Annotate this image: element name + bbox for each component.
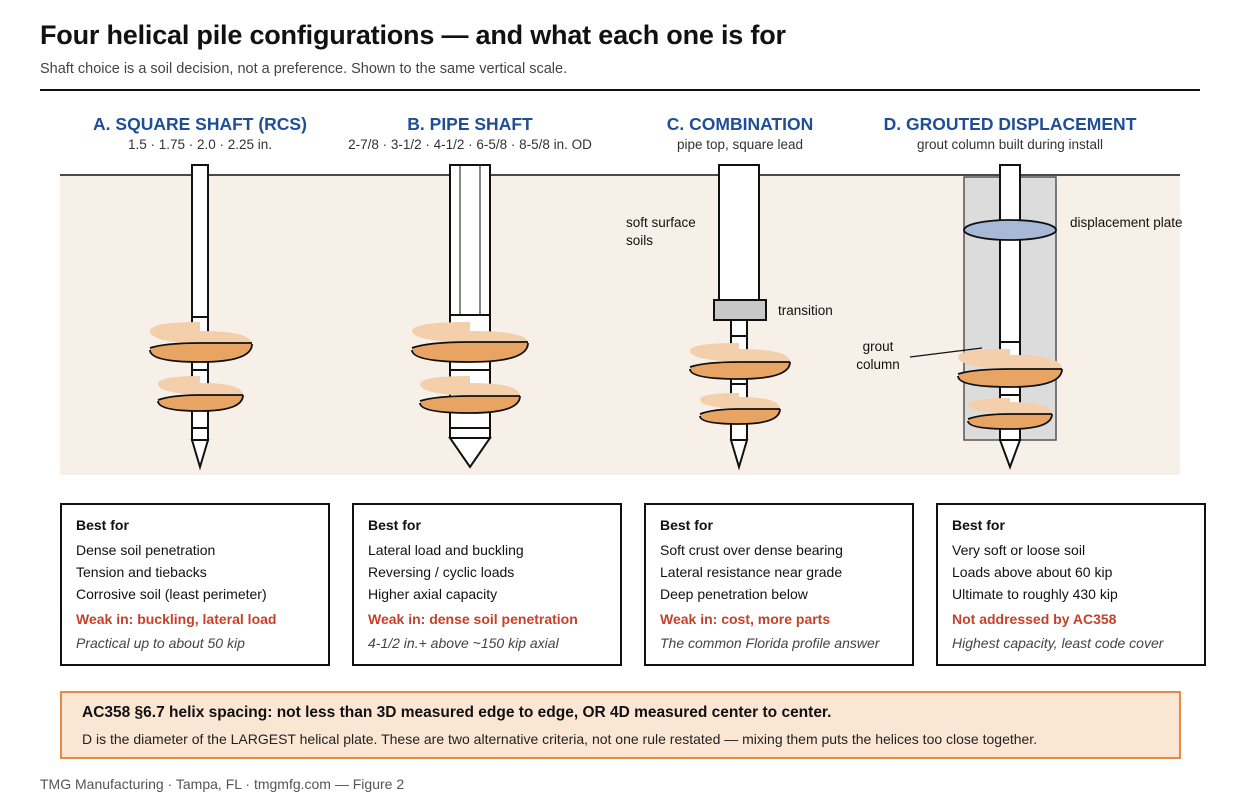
list-item: Higher axial capacity	[368, 586, 498, 602]
page-title: Four helical pile configurations — and w…	[40, 20, 786, 50]
callout-heading: AC358 §6.7 helix spacing: not less than …	[82, 704, 832, 721]
pile-tip	[729, 439, 749, 471]
header-divider	[40, 89, 1200, 91]
grout-column-label: grout column	[856, 339, 900, 372]
column-b-title: B. PIPE SHAFT	[407, 114, 533, 134]
helix-spacing-callout: AC358 §6.7 helix spacing: not less than …	[60, 691, 1181, 759]
weakness-text: Weak in: buckling, lateral load	[76, 611, 277, 627]
footer-credit: TMG Manufacturing · Tampa, FL · tmgmfg.c…	[40, 776, 405, 792]
pile-d-grouted-displacement	[909, 164, 1063, 470]
grout-leader-line	[909, 347, 983, 358]
helix-plate	[411, 322, 529, 363]
pile-a-square-shaft	[149, 164, 253, 471]
weakness-text: Weak in: dense soil penetration	[368, 611, 578, 627]
pile-tip	[190, 439, 210, 471]
list-item: Dense soil penetration	[76, 542, 216, 558]
best-for-heading: Best for	[952, 517, 1005, 533]
card-pipe-shaft: Best for Lateral load and buckling Rever…	[352, 503, 622, 666]
pile-diagram	[60, 164, 1180, 475]
list-item: Loads above about 60 kip	[952, 564, 1113, 580]
page-subtitle: Shaft choice is a soil decision, not a p…	[40, 61, 568, 77]
displacement-plate	[963, 219, 1057, 241]
pipe-shaft	[718, 164, 760, 301]
list-item: Very soft or loose soil	[952, 542, 1086, 558]
transition-label: transition	[778, 303, 833, 318]
list-item: Reversing / cyclic loads	[368, 564, 515, 580]
capacity-note: Highest capacity, least code cover	[952, 635, 1164, 651]
column-d-title: D. GROUTED DISPLACEMENT	[883, 114, 1137, 134]
pile-tip	[448, 437, 492, 469]
column-a-subtitle: 1.5 · 1.75 · 2.0 · 2.25 in.	[127, 137, 273, 152]
weakness-text: Not addressed by AC358	[952, 611, 1117, 627]
displacement-plate-label: displacement plate	[1070, 215, 1183, 230]
weakness-text: Weak in: cost, more parts	[660, 611, 831, 627]
card-square-shaft: Best for Dense soil penetration Tension …	[60, 503, 330, 666]
capacity-note: The common Florida profile answer	[660, 635, 880, 651]
list-item: Tension and tiebacks	[76, 564, 207, 580]
pile-b-pipe-shaft	[411, 164, 529, 469]
capacity-note: Practical up to about 50 kip	[76, 635, 245, 651]
best-for-heading: Best for	[660, 517, 713, 533]
card-combination: Best for Soft crust over dense bearing L…	[644, 503, 914, 666]
column-a-title: A. SQUARE SHAFT (RCS)	[93, 114, 307, 134]
helix-plate	[967, 398, 1053, 430]
helix-plate	[689, 343, 791, 380]
list-item: Corrosive soil (least perimeter)	[76, 586, 267, 602]
column-c-title: C. COMBINATION	[666, 114, 814, 134]
pile-c-combination	[689, 164, 791, 471]
column-c-subtitle: pipe top, square lead	[676, 137, 804, 152]
column-d-subtitle: grout column built during install	[916, 137, 1104, 152]
list-item: Lateral resistance near grade	[660, 564, 843, 580]
list-item: Lateral load and buckling	[368, 542, 524, 558]
pile-tip	[998, 439, 1022, 470]
helix-plate	[419, 376, 521, 414]
helix-plate	[157, 376, 244, 412]
helix-plate	[699, 393, 781, 425]
list-item: Deep penetration below	[660, 586, 808, 602]
helix-plate	[149, 322, 253, 363]
helix-plate	[957, 349, 1063, 388]
callout-body: D is the diameter of the LARGEST helical…	[82, 731, 1038, 747]
column-b-subtitle: 2-7/8 · 3-1/2 · 4-1/2 · 6-5/8 · 8-5/8 in…	[348, 137, 592, 152]
best-for-heading: Best for	[368, 517, 421, 533]
card-grouted-displacement: Best for Very soft or loose soil Loads a…	[936, 503, 1206, 666]
list-item: Soft crust over dense bearing	[660, 542, 843, 558]
transition-coupler	[713, 299, 767, 321]
best-for-heading: Best for	[76, 517, 129, 533]
list-item: Ultimate to roughly 430 kip	[952, 586, 1118, 602]
soft-surface-label: soft surface soils	[626, 215, 696, 248]
capacity-note: 4-1/2 in.+ above ~150 kip axial	[368, 635, 559, 651]
